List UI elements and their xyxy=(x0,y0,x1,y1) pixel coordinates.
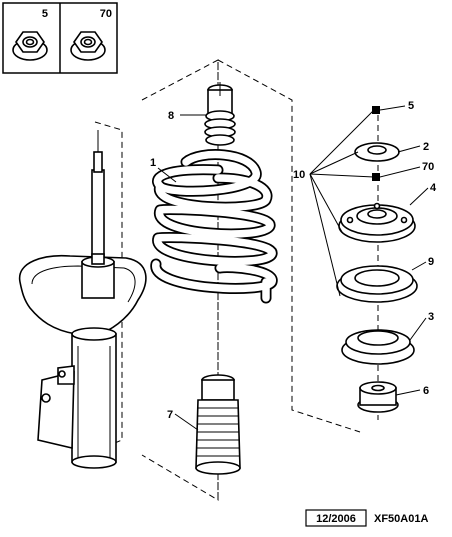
callout-10: 10 xyxy=(293,169,305,181)
spring-seat xyxy=(341,329,415,365)
bearing xyxy=(336,265,418,303)
bump-stop xyxy=(204,82,236,146)
shock-absorber-strut xyxy=(19,130,147,469)
callout-5: 5 xyxy=(408,100,414,112)
nut-5 xyxy=(372,106,380,114)
callout-9: 9 xyxy=(428,256,434,268)
callout-1: 1 xyxy=(150,157,156,169)
footer: 12/2006 XF50A01A xyxy=(305,509,428,527)
callout-6: 6 xyxy=(423,385,429,397)
bump-bush xyxy=(357,381,399,413)
top-mount xyxy=(338,202,416,243)
flange-nut-icon xyxy=(70,31,106,61)
callout-2: 2 xyxy=(423,141,429,153)
key-box: 5 70 xyxy=(2,2,118,74)
key-label-5: 5 xyxy=(42,8,48,20)
callout-3: 3 xyxy=(428,311,434,323)
leader-lines xyxy=(157,105,429,431)
footer-date: 12/2006 xyxy=(316,513,356,525)
washer xyxy=(354,142,400,162)
dust-boot xyxy=(195,374,241,475)
flange-nut-icon xyxy=(12,31,48,61)
coil-spring xyxy=(150,149,278,304)
key-label-70: 70 xyxy=(100,8,112,20)
nut-70 xyxy=(372,173,380,181)
callout-4: 4 xyxy=(430,182,437,194)
callout-8: 8 xyxy=(168,110,174,122)
footer-code: XF50A01A xyxy=(374,513,428,525)
callout-7: 7 xyxy=(167,409,173,421)
callout-70: 70 xyxy=(422,161,434,173)
